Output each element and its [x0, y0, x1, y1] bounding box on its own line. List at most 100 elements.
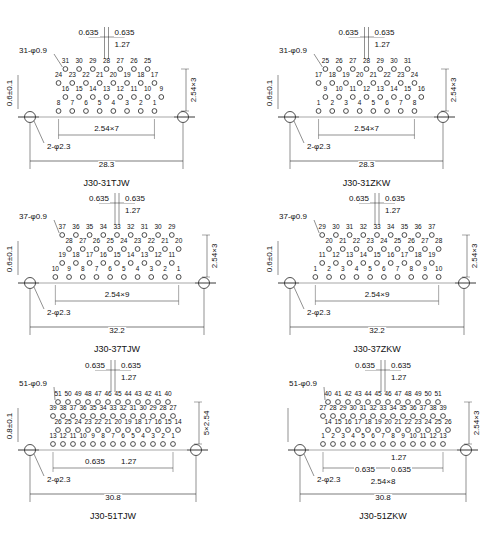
hole-circle	[91, 442, 96, 447]
pin-number: 5	[98, 100, 102, 107]
hole-circle	[104, 67, 109, 72]
drawing-line	[323, 468, 443, 469]
hole-circle	[323, 67, 328, 72]
pin-number: 11	[420, 433, 427, 440]
hole-circle	[135, 275, 140, 280]
dimension-label: 31-φ0.9	[278, 47, 308, 55]
pin-number: 13	[377, 86, 384, 93]
pin-number: 12	[117, 86, 124, 93]
drawing-line	[204, 289, 205, 335]
dimension-label: 2.54×7	[93, 125, 120, 133]
pin-number: 14	[324, 419, 331, 426]
dimension-label: 28.3	[98, 161, 116, 169]
pin-number: 20	[114, 419, 121, 426]
hole-circle	[70, 81, 75, 86]
dimension-label: 1.27	[390, 374, 408, 382]
hole-circle	[111, 81, 116, 86]
drawing-line	[34, 454, 44, 476]
hole-circle	[412, 81, 417, 86]
hole-circle	[142, 233, 147, 238]
drawing-line	[30, 456, 31, 502]
hole-circle	[146, 400, 151, 405]
pin-number: 21	[96, 72, 103, 79]
pin-number: 19	[428, 252, 435, 259]
dimension-label: 0.635	[354, 466, 376, 474]
drawing-line	[186, 69, 187, 111]
pin-number: 14	[360, 252, 367, 259]
pin-number: 30	[349, 405, 356, 412]
hole-circle	[56, 81, 61, 86]
hole-circle	[351, 414, 356, 419]
drawing-line	[443, 123, 444, 169]
pin-number: 1	[314, 266, 318, 273]
pin-number: 3	[344, 100, 348, 107]
pin-number: 11	[131, 86, 138, 93]
dimension-label: 32.2	[108, 327, 126, 335]
pin-number: 48	[404, 391, 411, 398]
drawing-line	[199, 402, 200, 444]
pin-number: 38	[59, 405, 66, 412]
hole-circle	[115, 233, 120, 238]
pin-number: 37	[69, 405, 76, 412]
pin-number: 14	[174, 419, 181, 426]
pin-number: 22	[148, 238, 155, 245]
hole-circle	[398, 109, 403, 114]
drawing-line	[464, 289, 465, 335]
hole-circle	[336, 428, 341, 433]
pin-number: 46	[104, 391, 111, 398]
pin-number: 13	[103, 86, 110, 93]
hole-circle	[60, 233, 65, 238]
hole-circle	[97, 81, 102, 86]
hole-circle	[67, 247, 72, 252]
hole-circle	[146, 428, 151, 433]
hole-circle	[423, 275, 428, 280]
pin-number: 36	[72, 224, 79, 231]
dimension-label: 0.635	[84, 458, 106, 466]
pin-number: 25	[394, 238, 401, 245]
hole-circle	[421, 414, 426, 419]
hole-circle	[385, 81, 390, 86]
dimension-label: 31-φ0.9	[18, 47, 48, 55]
pin-number: 24	[74, 419, 81, 426]
hole-circle	[141, 442, 146, 447]
drawing-line	[319, 135, 415, 136]
hole-circle	[71, 414, 76, 419]
pin-number: 25	[322, 58, 329, 65]
pin-number: 48	[84, 391, 91, 398]
hole-circle	[61, 442, 66, 447]
pin-number: 23	[69, 72, 76, 79]
drawing-line	[278, 75, 279, 109]
pin-number: 12	[332, 252, 339, 259]
hole-circle	[346, 428, 351, 433]
hole-circle	[285, 278, 296, 289]
pin-number: 30	[139, 405, 146, 412]
pin-number: 16	[62, 86, 69, 93]
drawing-line	[381, 360, 382, 392]
hole-circle	[409, 275, 414, 280]
hole-circle	[60, 261, 65, 266]
pin-number: 10	[144, 86, 151, 93]
pin-number: 35	[89, 405, 96, 412]
hole-circle	[101, 233, 106, 238]
pin-number: 9	[67, 266, 71, 273]
hole-circle	[323, 95, 328, 100]
pin-number: 39	[439, 405, 446, 412]
pin-number: 7	[399, 100, 403, 107]
hole-circle	[357, 81, 362, 86]
hole-circle	[161, 442, 166, 447]
hole-circle	[166, 400, 171, 405]
pin-number: 17	[86, 252, 93, 259]
pin-number: 3	[341, 266, 345, 273]
part-caption: J30-51ZKW	[357, 512, 409, 521]
hole-circle	[327, 247, 332, 252]
drawing-line	[364, 27, 365, 59]
pin-number: 49	[74, 391, 81, 398]
pin-number: 21	[104, 419, 111, 426]
hole-circle	[118, 67, 123, 72]
hole-circle	[368, 247, 373, 252]
hole-circle	[381, 442, 386, 447]
dimension-label: 51-φ0.9	[288, 380, 318, 388]
hole-circle	[376, 428, 381, 433]
pin-number: 28	[435, 238, 442, 245]
pin-number: 6	[108, 266, 112, 273]
